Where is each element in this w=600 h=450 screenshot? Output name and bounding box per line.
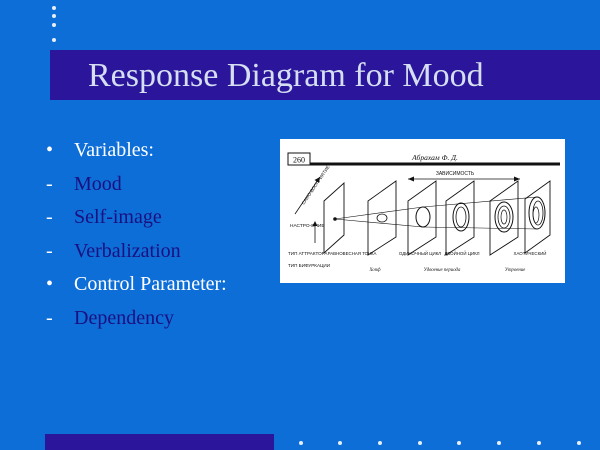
decor-dot bbox=[338, 441, 342, 445]
bullet-item-control-parameter: • Control Parameter: bbox=[46, 268, 276, 302]
bullet-text: Mood bbox=[74, 172, 122, 195]
plane-5 bbox=[489, 180, 519, 256]
decor-dot bbox=[537, 441, 541, 445]
bullet-text: Control Parameter: bbox=[74, 273, 227, 295]
self-perception-axis bbox=[294, 176, 321, 215]
triple-cycle-outer bbox=[494, 201, 514, 233]
arrow-up-right-icon bbox=[314, 177, 320, 183]
decor-dot bbox=[577, 441, 581, 445]
dash-marker: - bbox=[46, 239, 53, 262]
page-number-box bbox=[287, 152, 311, 166]
decor-dot bbox=[378, 441, 382, 445]
trajectory-line bbox=[334, 218, 424, 228]
plane-2 bbox=[367, 180, 397, 256]
decor-dot bbox=[497, 441, 501, 445]
attractor-label-equilibrium: РАВНОВЕСНАЯ ТОЧКА bbox=[328, 251, 377, 256]
triple-cycle-middle bbox=[497, 205, 511, 229]
bullet-marker: • bbox=[46, 139, 54, 161]
dash-marker: - bbox=[46, 172, 53, 195]
page-number: 260 bbox=[293, 156, 305, 165]
author-header: Абрахам Ф. Д. bbox=[411, 153, 458, 162]
axis-label-dependency: ЗАВИСИМОСТЬ bbox=[436, 171, 475, 177]
bullet-item-variables: • Variables: bbox=[46, 134, 276, 168]
trajectory-line bbox=[334, 206, 424, 220]
double-cycle-inner bbox=[455, 206, 467, 228]
bullet-item-dependency: - Dependency bbox=[46, 302, 276, 336]
row-label-bifurcation: ТИП БИФУРКАЦИИ bbox=[288, 263, 330, 268]
bullet-text: Variables: bbox=[74, 139, 154, 161]
arrow-left-icon bbox=[408, 176, 414, 182]
decor-dot bbox=[52, 6, 56, 10]
trajectory-line bbox=[422, 196, 538, 208]
decor-dot bbox=[52, 14, 56, 18]
bullet-marker: • bbox=[46, 273, 54, 295]
small-cycle bbox=[376, 213, 388, 223]
trajectory-line bbox=[422, 226, 538, 230]
bifurcation-label-period-doubling: Удвоение периода bbox=[424, 268, 461, 273]
dash-marker: - bbox=[46, 306, 53, 329]
attractor-label-single-cycle: ОДИНОЧНЫЙ ЦИКЛ bbox=[399, 251, 441, 256]
arrow-up-icon bbox=[312, 221, 318, 226]
plane-6 bbox=[524, 180, 551, 254]
triple-cycle-inner bbox=[500, 209, 508, 225]
axis-label-mood: НАСТРО-ЕНИЕ bbox=[290, 223, 325, 229]
bullet-item-mood: - Mood bbox=[46, 168, 276, 202]
footer-bar bbox=[45, 434, 274, 450]
slide-title: Response Diagram for Mood bbox=[88, 57, 484, 94]
double-cycle-outer bbox=[452, 202, 470, 232]
diagram-svg: 260 Абрахам Ф. Д. ЗАВИСИМОСТЬ САМО-ВОСПР… bbox=[287, 152, 560, 273]
bullet-item-verbalization: - Verbalization bbox=[46, 235, 276, 269]
chaotic-attractor-3 bbox=[532, 206, 540, 224]
decor-dot bbox=[299, 441, 303, 445]
response-diagram-image: 260 Абрахам Ф. Д. ЗАВИСИМОСТЬ САМО-ВОСПР… bbox=[280, 139, 565, 283]
bullet-list: • Variables: - Mood - Self-image - Verba… bbox=[46, 134, 276, 335]
plane-3 bbox=[407, 180, 437, 256]
bullet-text: Dependency bbox=[74, 306, 174, 329]
plane-1 bbox=[323, 181, 345, 255]
bullet-text: Self-image bbox=[74, 206, 162, 228]
bifurcation-label-tripling: Утроение bbox=[505, 268, 526, 273]
attractor-label-chaotic: ХАОТИЧЕСКИЙ bbox=[514, 251, 547, 256]
bullet-item-self-image: - Self-image bbox=[46, 201, 276, 235]
row-label-attractor: ТИП АТТРАКТОРА bbox=[288, 251, 328, 256]
decor-dot bbox=[52, 23, 56, 27]
dash-marker: - bbox=[46, 206, 53, 228]
decor-dot bbox=[52, 38, 56, 42]
decor-dot bbox=[418, 441, 422, 445]
decor-dot bbox=[457, 441, 461, 445]
arrow-right-icon bbox=[514, 176, 520, 182]
bullet-text: Verbalization bbox=[74, 239, 181, 262]
bifurcation-label-hopf: Хопф bbox=[368, 268, 381, 273]
single-cycle bbox=[415, 206, 431, 228]
plane-4 bbox=[445, 180, 475, 256]
title-bar bbox=[50, 50, 600, 100]
attractor-label-double-cycle: ДВОЙНОЙ ЦИКЛ bbox=[444, 251, 479, 256]
